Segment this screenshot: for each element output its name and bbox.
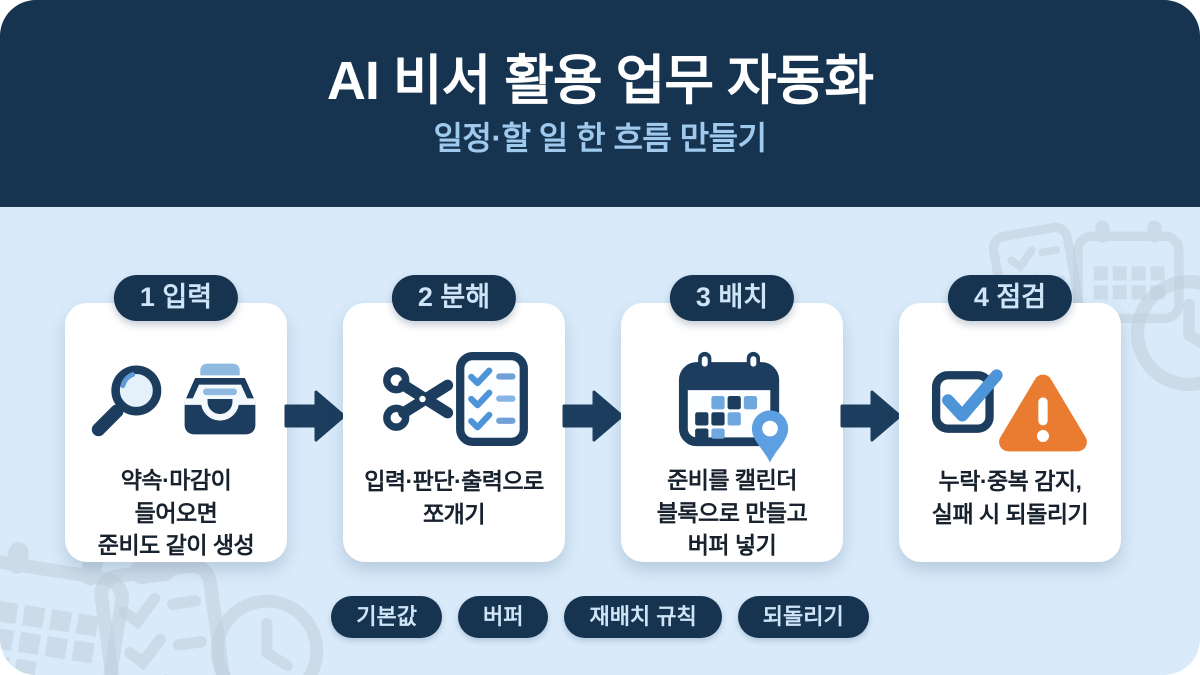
- page-title: AI 비서 활용 업무 자동화: [326, 50, 874, 111]
- text-line: 준비도 같이 생성: [97, 532, 255, 559]
- text-line: 약속·마감이: [120, 467, 232, 494]
- location-pin-icon: [751, 410, 789, 463]
- inbox-icon: [184, 363, 256, 434]
- page-subtitle: 일정·할 일 한 흐름 만들기: [433, 119, 767, 156]
- step-card-review: 4 점검 누락·중복 감지, 실패 시 되돌리기: [899, 275, 1121, 562]
- step-description: 약속·마감이 들어오면 준비도 같이 생성: [97, 464, 255, 562]
- header: AI 비서 활용 업무 자동화 일정·할 일 한 흐름 만들기: [0, 0, 1200, 207]
- step-description: 입력·판단·출력으로 쪼개기: [364, 465, 544, 530]
- checkbox-icon: [931, 369, 1003, 433]
- checklist-icon: [456, 352, 528, 446]
- background-clock-icon: [210, 594, 324, 675]
- step-card-input: 1 입력 약속·마감이 들어오면 준비도 같이 생성: [65, 275, 287, 562]
- text-line: 쪼개기: [423, 500, 485, 527]
- magnifier-icon: [91, 365, 162, 436]
- step-description: 준비를 캘린더 블록으로 만들고 버퍼 넣기: [657, 464, 808, 562]
- step-icons: [676, 343, 789, 463]
- step-badge: 1 입력: [113, 275, 239, 321]
- flow-arrow-icon: [562, 390, 624, 442]
- text-line: 실패 시 되돌리기: [931, 500, 1089, 527]
- step-badge: 2 분해: [391, 275, 517, 321]
- tag-default-values: 기본값: [331, 595, 442, 638]
- tag-rearrange-rules: 재배치 규칙: [564, 595, 722, 638]
- tag-buffer: 버퍼: [457, 595, 549, 638]
- flow-arrow-icon: [840, 390, 902, 442]
- text-line: 블록으로 만들고: [656, 499, 808, 526]
- step-description: 누락·중복 감지, 실패 시 되돌리기: [931, 465, 1089, 530]
- step-badge: 4 점검: [947, 275, 1073, 321]
- tag-rollback: 되돌리기: [737, 595, 869, 638]
- flow-arrow-icon: [284, 390, 346, 442]
- step-badge: 3 배치: [669, 275, 795, 321]
- text-line: 입력·판단·출력으로: [364, 468, 544, 494]
- text-line: 누락·중복 감지,: [938, 468, 1082, 494]
- warning-icon: [999, 374, 1087, 452]
- step-icons: [929, 343, 1091, 455]
- keyword-tags: 기본값 버퍼 재배치 규칙 되돌리기: [0, 595, 1200, 638]
- background-clock-icon: [1130, 274, 1200, 392]
- step-icons: [380, 343, 528, 455]
- step-card-decompose: 2 분해 입력·판단·출력으로 쪼개기: [343, 275, 565, 562]
- text-line: 버퍼 넣기: [687, 532, 777, 559]
- step-icons: [90, 343, 262, 454]
- text-line: 준비를 캘린더: [667, 467, 797, 494]
- scissors-icon: [383, 367, 454, 431]
- step-card-schedule: 3 배치 준비를 캘린더 블록으로 만들고 버퍼 넣기: [621, 275, 843, 562]
- text-line: 들어오면: [134, 499, 218, 526]
- calendar-icon: [678, 351, 780, 446]
